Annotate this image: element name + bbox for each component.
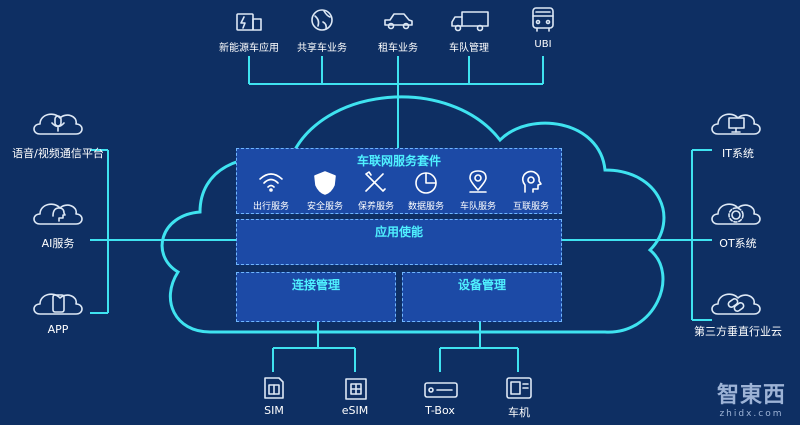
watermark-sub: zhidx.com <box>719 409 784 419</box>
panel-device-mgmt: 设备管理 <box>402 272 562 322</box>
right-label-ot: OT系统 <box>719 237 757 250</box>
bottom-label-tbox: T-Box <box>425 404 455 417</box>
watermark-main: 智東西 <box>716 383 786 408</box>
esim-chip-icon <box>345 378 367 400</box>
right-connector <box>562 149 712 321</box>
top-label-sharing: 共享车业务 <box>297 43 347 54</box>
bottom-label-headunit: 车机 <box>508 406 530 419</box>
top-connector <box>248 56 544 148</box>
tbox-icon <box>424 382 458 398</box>
pie-chart-icon <box>415 172 437 194</box>
top-label-rental: 租车业务 <box>378 43 418 54</box>
service-item-maintenance: 保养服务 <box>357 202 395 212</box>
location-pin-icon <box>469 170 487 193</box>
bottom-label-esim: eSIM <box>341 404 369 417</box>
left-label-voice: 语音/视频通信平台 <box>12 147 104 160</box>
wifi-icon <box>259 173 283 192</box>
top-label-ev: 新能源车应用 <box>219 43 279 54</box>
watermark-logo: 智東西 zhidx.com <box>717 377 786 419</box>
service-item-data: 数据服务 <box>407 202 445 212</box>
panel-connection-mgmt: 连接管理 <box>236 272 396 322</box>
top-label-fleet: 车队管理 <box>449 43 489 54</box>
car-icon <box>384 13 413 30</box>
service-item-connectivity: 互联服务 <box>512 202 550 212</box>
bus-icon <box>532 7 554 32</box>
ev-charging-icon <box>236 13 262 31</box>
left-label-app: APP <box>47 323 69 336</box>
right-label-thirdparty: 第三方垂直行业云 <box>694 325 782 338</box>
bottom-connector <box>272 322 519 372</box>
left-connector <box>90 149 236 314</box>
service-suite-icons <box>259 170 542 195</box>
link-cloud-icon <box>711 293 761 315</box>
panel-device-mgmt-title: 设备管理 <box>457 278 506 292</box>
left-label-ai: AI服务 <box>41 237 75 250</box>
service-item-mobility: 出行服务 <box>252 202 290 212</box>
right-label-it: IT系统 <box>722 147 754 160</box>
globe-icon <box>311 9 333 31</box>
panel-app-enablement: 应用使能 <box>236 219 562 265</box>
shield-icon <box>314 171 336 195</box>
service-item-security: 安全服务 <box>306 202 344 212</box>
panel-app-enablement-title: 应用使能 <box>374 225 423 239</box>
head-profile-icon <box>521 170 542 193</box>
sim-card-icon <box>264 377 284 399</box>
panel-service-suite-title: 车联网服务套件 <box>356 154 441 168</box>
microphone-cloud-icon <box>33 113 83 135</box>
panel-service-suite: 车联网服务套件 <box>236 148 562 214</box>
app-cloud-icon <box>33 293 83 315</box>
head-unit-icon <box>506 377 532 399</box>
brain-cloud-icon <box>33 203 83 225</box>
top-label-ubi: UBI <box>534 39 552 50</box>
tools-icon <box>365 171 386 192</box>
monitor-cloud-icon <box>711 113 761 135</box>
truck-icon <box>451 11 489 32</box>
panel-connection-mgmt-title: 连接管理 <box>291 278 340 292</box>
bottom-label-sim: SIM <box>264 404 284 417</box>
gear-cloud-icon <box>711 203 761 225</box>
cloud-outline <box>160 95 666 334</box>
service-item-fleet: 车队服务 <box>459 202 497 212</box>
